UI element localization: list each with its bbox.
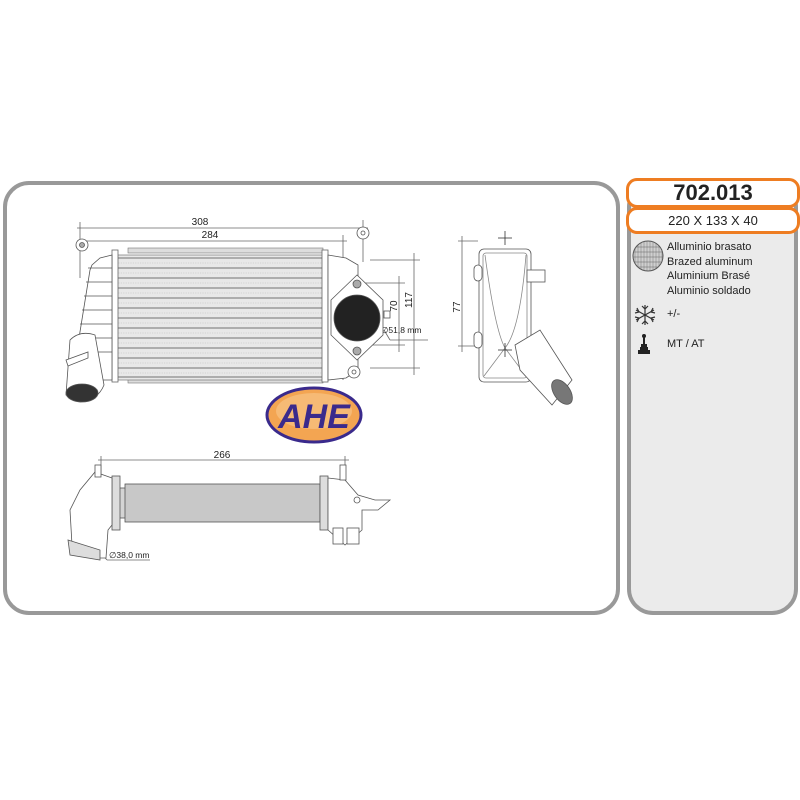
ac-label: +/- <box>667 308 681 320</box>
material-label-es: Aluminio soldado <box>667 284 751 297</box>
material-label-it: Alluminio brasato <box>667 241 752 253</box>
dim-flange-spacing: 70 <box>389 300 400 312</box>
dim-overall-height: 117 <box>404 292 415 308</box>
dim-core-width: 284 <box>202 230 219 241</box>
material-label-fr: Aluminium Brasé <box>667 270 751 282</box>
dim-inlet-diameter: ∅38,0 mm <box>109 550 149 560</box>
dim-mount-spacing: 77 <box>452 301 463 313</box>
brazed-aluminum-icon <box>632 240 664 272</box>
right-tank <box>327 226 391 381</box>
radiator-core <box>111 247 329 384</box>
product-code: 702.013 <box>626 178 800 208</box>
dim-overall-width: 308 <box>192 217 209 228</box>
product-dimensions-text: 220 X 133 X 40 <box>668 213 758 228</box>
ahe-logo: AHE <box>265 386 363 444</box>
product-code-text: 702.013 <box>673 180 753 205</box>
material-labels: Alluminio brasato Brazed aluminum Alumin… <box>667 240 753 298</box>
side-view <box>458 231 573 406</box>
snowflake-icon <box>634 305 656 325</box>
logo-text: AHE <box>277 398 351 436</box>
product-dimensions: 220 X 133 X 40 <box>626 207 800 234</box>
dim-outlet-diameter: ∅51,8 mm <box>381 325 421 335</box>
technical-drawing: 308 284 70 117 ∅51,8 mm <box>65 217 573 561</box>
dim-length: 266 <box>214 450 231 461</box>
transmission-label: MT / AT <box>667 338 705 350</box>
gear-shift-icon <box>638 334 650 354</box>
material-label-en: Brazed aluminum <box>667 255 753 268</box>
top-view <box>67 464 392 561</box>
left-tank <box>65 238 113 403</box>
